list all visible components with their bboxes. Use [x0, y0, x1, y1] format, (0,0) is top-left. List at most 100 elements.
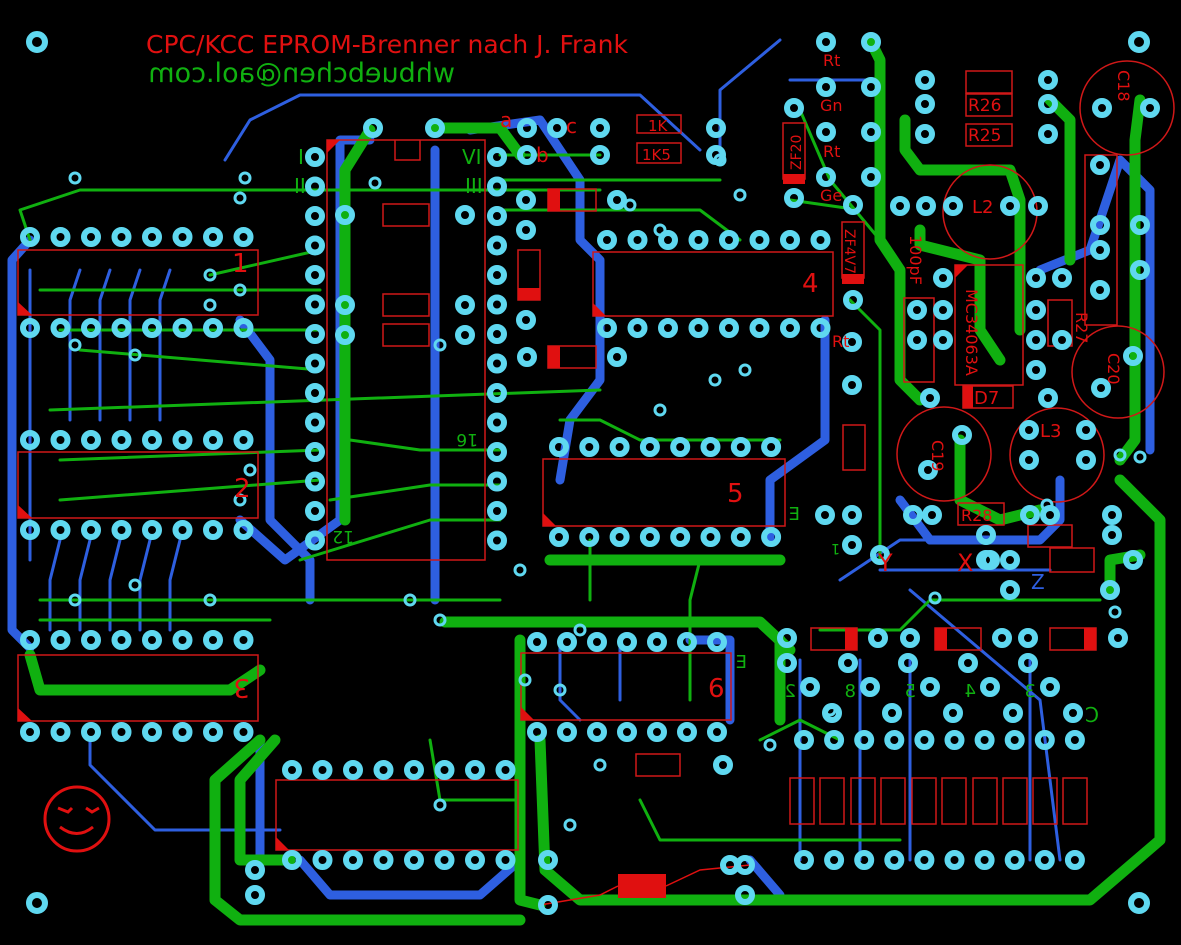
pad: [1102, 525, 1122, 545]
ic2-pin: [50, 520, 71, 540]
pad: [952, 425, 972, 445]
via: [1133, 450, 1147, 464]
pad: [1130, 215, 1150, 235]
ic2-pin: [203, 520, 223, 540]
ic1-pin: [50, 318, 71, 338]
pad: [1038, 388, 1058, 408]
pad: [933, 268, 953, 288]
via: [233, 191, 247, 205]
eprom-pin: [487, 471, 507, 492]
via: [233, 493, 247, 507]
ic6-pin: [707, 722, 727, 742]
ic3-pin: [50, 630, 71, 650]
ic2-pin: [233, 520, 254, 540]
ic7-pin: [343, 760, 363, 780]
zf20-label: ZF20: [789, 135, 805, 170]
ic7-pin: [434, 850, 455, 870]
ic4-pin: [597, 318, 617, 338]
ic7-pin: [495, 760, 516, 780]
via: [243, 463, 257, 477]
eprom-pin: [487, 412, 507, 433]
eprom-socket-outline: [326, 139, 486, 561]
pad: [1076, 420, 1096, 440]
pad: [976, 525, 996, 545]
resistor-array-pin: [824, 730, 845, 750]
pad: [1020, 505, 1040, 525]
ic7-pin: [282, 850, 302, 870]
resistor-array-pin: [1034, 730, 1055, 750]
green-trace: [58, 478, 322, 502]
ic3-outline: [17, 654, 259, 722]
pad: [1026, 300, 1046, 320]
resistor-outline: [789, 777, 815, 825]
via: [563, 818, 577, 832]
eprom-pin: [305, 353, 325, 374]
pad: [842, 535, 862, 555]
ic3-pin: [172, 630, 193, 650]
ic7-outline: [275, 779, 519, 851]
pad: [590, 118, 610, 138]
pad: [777, 628, 797, 648]
green-trace: [209, 734, 526, 926]
connector-pad: [870, 545, 890, 565]
via: [928, 591, 942, 605]
pad: [843, 195, 863, 215]
blue-trace: [168, 538, 182, 632]
pad: [918, 460, 938, 480]
green-trace: [514, 634, 546, 911]
resistor-outline: [1032, 777, 1058, 825]
ic4-pin: [780, 318, 800, 338]
switch-pad: [860, 677, 880, 697]
ic2-outline: [17, 451, 259, 519]
ic3-pin: [50, 722, 71, 742]
pad: [706, 118, 726, 138]
ic6-pin: [677, 632, 697, 652]
ic7-pin: [343, 850, 363, 870]
r1k5-outline: [636, 142, 682, 164]
ic6-pin: [617, 722, 637, 742]
pad: [607, 190, 627, 210]
via: [203, 268, 217, 282]
ic7-pin: [373, 760, 394, 780]
switch-pad: [882, 703, 902, 723]
eprom-pin: [487, 501, 507, 521]
c19-label: C19: [928, 440, 947, 472]
ic4-label: 4: [802, 269, 819, 299]
ic5-pin: [670, 437, 691, 457]
connector-y-label: Y: [877, 549, 893, 577]
via: [68, 171, 82, 185]
pad: [335, 205, 355, 225]
ic6-pin: [617, 632, 637, 652]
via: [203, 593, 217, 607]
pad: [816, 167, 836, 187]
ic2-pin1-marker: [18, 505, 32, 518]
ic4-pin: [658, 318, 678, 338]
cap-100pf-label: 100pF: [906, 235, 925, 285]
ic1-pin: [20, 227, 40, 247]
mounting-hole: [1128, 892, 1150, 914]
r27-label: R27: [1072, 312, 1091, 343]
d7-band: [963, 386, 973, 408]
green-trace: [848, 298, 882, 562]
resistor-outline: [1049, 547, 1095, 573]
via: [733, 188, 747, 202]
resistor-array-pin: [884, 850, 905, 870]
ic5-pin: [761, 527, 782, 547]
pad: [363, 118, 383, 138]
ic3-pin: [81, 722, 101, 742]
ic4-pin: [719, 230, 739, 250]
ic5-pin: [639, 437, 660, 457]
green-trace: [688, 558, 702, 702]
r25-outline: [965, 123, 1013, 147]
pad: [455, 295, 475, 315]
pad: [335, 325, 355, 345]
c19-outline: [896, 406, 992, 502]
r-1k5-label: 1K5: [642, 146, 671, 164]
ic3-pin: [81, 630, 101, 650]
l2-label: L2: [972, 197, 993, 218]
eprom-pin: [305, 235, 325, 256]
ic4-pin: [719, 318, 739, 338]
pad: [335, 295, 355, 315]
pad: [517, 347, 537, 367]
pad: [922, 505, 942, 525]
